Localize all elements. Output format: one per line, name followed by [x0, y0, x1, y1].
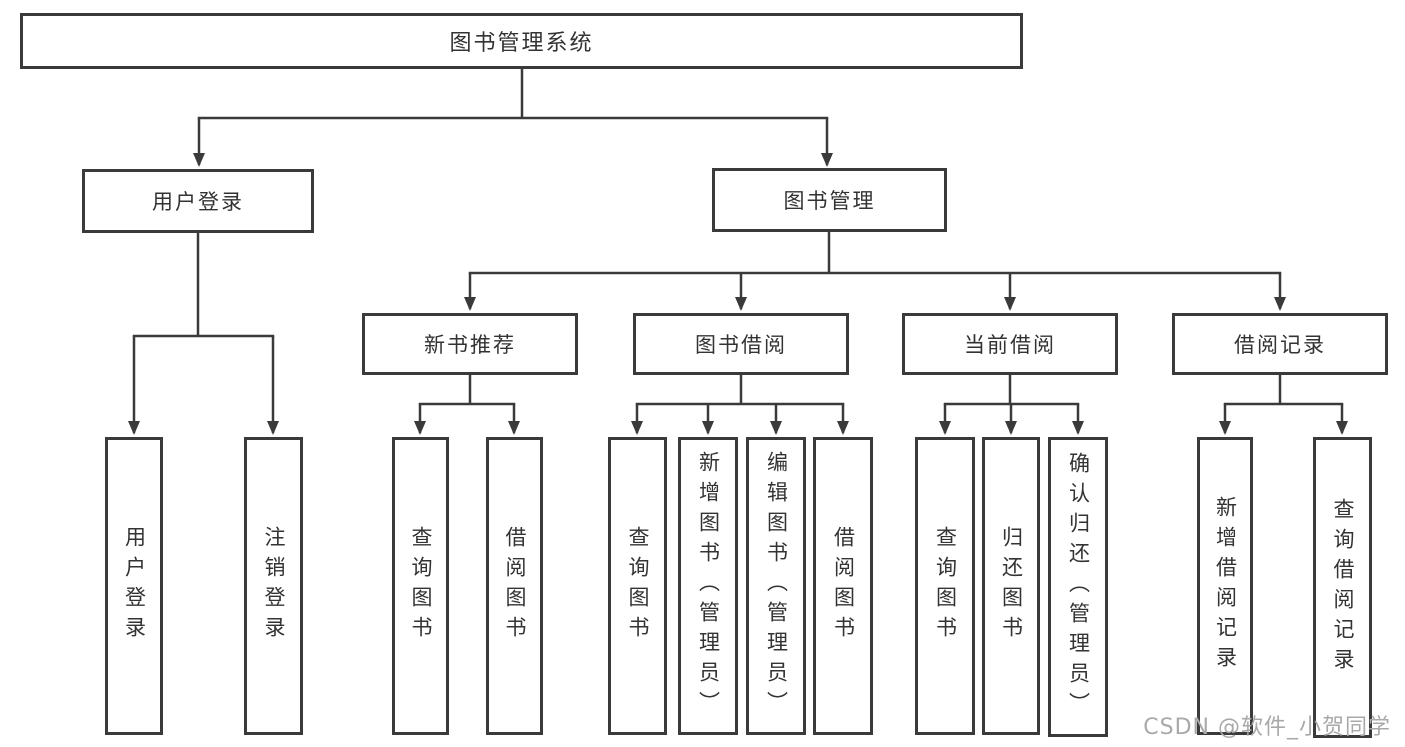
leaf-records-query-record: 查询借阅记录	[1313, 437, 1372, 738]
leaf-current-confirm-return-admin: 确认归还（管理员）	[1048, 437, 1108, 737]
leaf-logout: 注销登录	[244, 437, 303, 735]
leaf-current-return-books: 归还图书	[982, 437, 1040, 735]
leaf-records-add-record: 新增借阅记录	[1197, 437, 1253, 735]
leaf-newbook-borrow-books: 借阅图书	[486, 437, 543, 735]
leaf-borrow-query-books: 查询图书	[608, 437, 667, 735]
node-root-system: 图书管理系统	[20, 13, 1023, 69]
csdn-watermark: CSDN @软件_小贺同学	[1143, 715, 1391, 740]
leaf-current-query-books: 查询图书	[915, 437, 975, 735]
leaf-borrow-edit-books-admin: 编辑图书（管理员）	[746, 437, 806, 735]
node-new-book-recommend: 新书推荐	[362, 313, 578, 375]
node-book-management: 图书管理	[712, 168, 947, 232]
leaf-user-login: 用户登录	[105, 437, 163, 735]
node-book-borrow: 图书借阅	[633, 313, 849, 375]
leaf-newbook-query-books: 查询图书	[392, 437, 449, 735]
leaf-borrow-add-books-admin: 新增图书（管理员）	[678, 437, 738, 735]
node-current-borrow: 当前借阅	[902, 313, 1118, 375]
node-borrow-records: 借阅记录	[1172, 313, 1388, 375]
node-user-login: 用户登录	[82, 169, 314, 233]
leaf-borrow-borrow-books: 借阅图书	[813, 437, 873, 735]
